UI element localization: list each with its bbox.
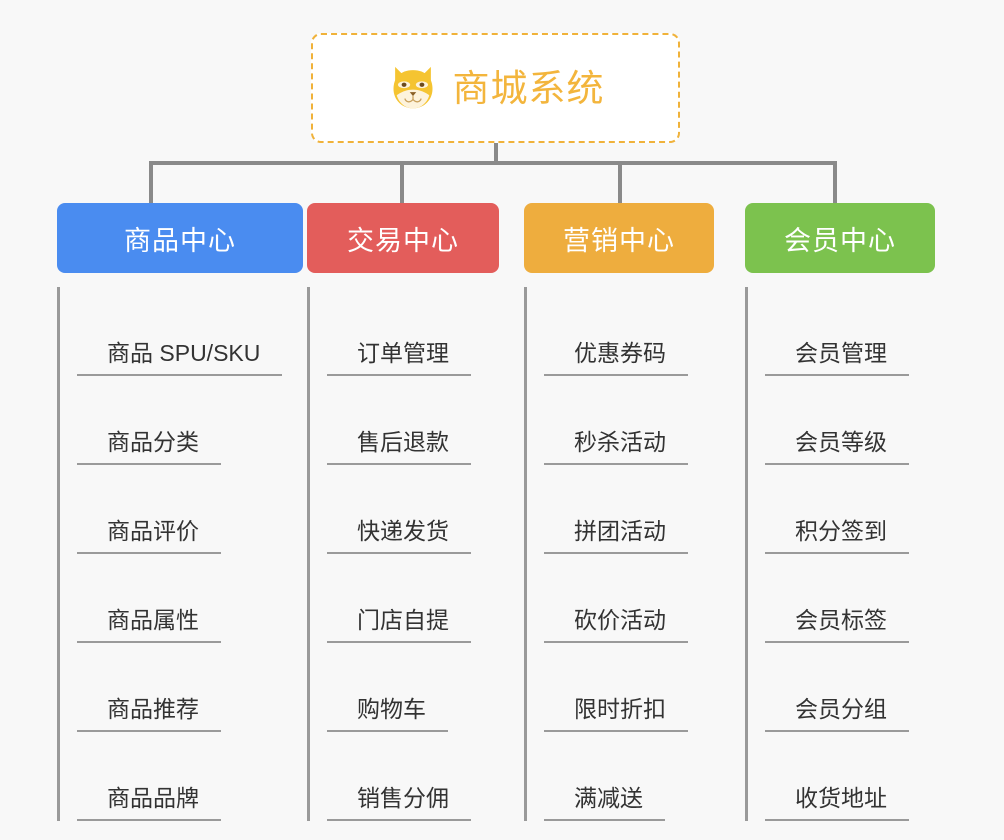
- list-item-label: 门店自提: [327, 609, 471, 643]
- list-item-label: 商品分类: [77, 431, 221, 465]
- branch-header-1[interactable]: 商品中心: [57, 203, 303, 273]
- list-item[interactable]: 商品推荐: [77, 643, 303, 732]
- list-item[interactable]: 商品属性: [77, 554, 303, 643]
- root-title: 商城系统: [452, 67, 605, 109]
- connector-drop-3: [618, 161, 622, 203]
- list-item-label: 砍价活动: [544, 609, 688, 643]
- list-item-label: 快递发货: [327, 520, 471, 554]
- list-item-label: 会员等级: [765, 431, 909, 465]
- list-item[interactable]: 拼团活动: [544, 465, 714, 554]
- root-node[interactable]: 商城系统: [311, 33, 680, 143]
- list-item-label: 商品品牌: [77, 787, 221, 821]
- list-item[interactable]: 满减送: [544, 732, 714, 821]
- branch-column-3: 营销中心 优惠券码 秒杀活动 拼团活动 砍价活动 限时折扣 满减送: [524, 203, 714, 821]
- list-item[interactable]: 购物车: [327, 643, 499, 732]
- connector-drop-4: [833, 161, 837, 203]
- list-item[interactable]: 会员标签: [765, 554, 935, 643]
- list-item-label: 商品评价: [77, 520, 221, 554]
- branch-items-1: 商品 SPU/SKU 商品分类 商品评价 商品属性 商品推荐 商品品牌: [57, 287, 303, 821]
- list-item[interactable]: 商品分类: [77, 376, 303, 465]
- branch-column-4: 会员中心 会员管理 会员等级 积分签到 会员标签 会员分组 收货地址: [745, 203, 935, 821]
- list-item[interactable]: 会员等级: [765, 376, 935, 465]
- list-item-label: 限时折扣: [544, 698, 688, 732]
- list-item[interactable]: 订单管理: [327, 287, 499, 376]
- branch-header-2[interactable]: 交易中心: [307, 203, 499, 273]
- branch-header-4[interactable]: 会员中心: [745, 203, 935, 273]
- connector-drop-1: [149, 161, 153, 203]
- list-item-label: 秒杀活动: [544, 431, 688, 465]
- list-item[interactable]: 收货地址: [765, 732, 935, 821]
- connector-horizontal-bus: [149, 161, 837, 165]
- list-item[interactable]: 会员管理: [765, 287, 935, 376]
- list-item[interactable]: 门店自提: [327, 554, 499, 643]
- list-item-label: 销售分佣: [327, 787, 471, 821]
- list-item[interactable]: 商品评价: [77, 465, 303, 554]
- list-item-label: 会员标签: [765, 609, 909, 643]
- list-item-label: 优惠券码: [544, 342, 688, 376]
- list-item[interactable]: 商品品牌: [77, 732, 303, 821]
- list-item[interactable]: 优惠券码: [544, 287, 714, 376]
- list-item-label: 会员分组: [765, 698, 909, 732]
- list-item[interactable]: 销售分佣: [327, 732, 499, 821]
- list-item-label: 订单管理: [327, 342, 471, 376]
- list-item[interactable]: 商品 SPU/SKU: [77, 287, 303, 376]
- list-item[interactable]: 会员分组: [765, 643, 935, 732]
- list-item[interactable]: 售后退款: [327, 376, 499, 465]
- list-item-label: 会员管理: [765, 342, 909, 376]
- branch-column-1: 商品中心 商品 SPU/SKU 商品分类 商品评价 商品属性 商品推荐 商品品牌: [57, 203, 303, 821]
- shiba-dog-face-icon: [393, 66, 432, 109]
- branch-items-3: 优惠券码 秒杀活动 拼团活动 砍价活动 限时折扣 满减送: [524, 287, 714, 821]
- list-item-label: 售后退款: [327, 431, 471, 465]
- list-item[interactable]: 快递发货: [327, 465, 499, 554]
- list-item[interactable]: 砍价活动: [544, 554, 714, 643]
- list-item-label: 积分签到: [765, 520, 909, 554]
- branch-items-4: 会员管理 会员等级 积分签到 会员标签 会员分组 收货地址: [745, 287, 935, 821]
- list-item-label: 拼团活动: [544, 520, 688, 554]
- list-item-label: 收货地址: [765, 787, 909, 821]
- list-item-label: 满减送: [544, 787, 665, 821]
- connector-drop-2: [400, 161, 404, 203]
- list-item-label: 购物车: [327, 698, 448, 732]
- list-item[interactable]: 限时折扣: [544, 643, 714, 732]
- list-item[interactable]: 积分签到: [765, 465, 935, 554]
- branch-header-3[interactable]: 营销中心: [524, 203, 714, 273]
- list-item-label: 商品推荐: [77, 698, 221, 732]
- list-item-label: 商品 SPU/SKU: [77, 342, 283, 376]
- branch-items-2: 订单管理 售后退款 快递发货 门店自提 购物车 销售分佣: [307, 287, 499, 821]
- list-item-label: 商品属性: [77, 609, 221, 643]
- list-item[interactable]: 秒杀活动: [544, 376, 714, 465]
- connector-root-stem: [494, 143, 498, 164]
- branch-column-2: 交易中心 订单管理 售后退款 快递发货 门店自提 购物车 销售分佣: [307, 203, 499, 821]
